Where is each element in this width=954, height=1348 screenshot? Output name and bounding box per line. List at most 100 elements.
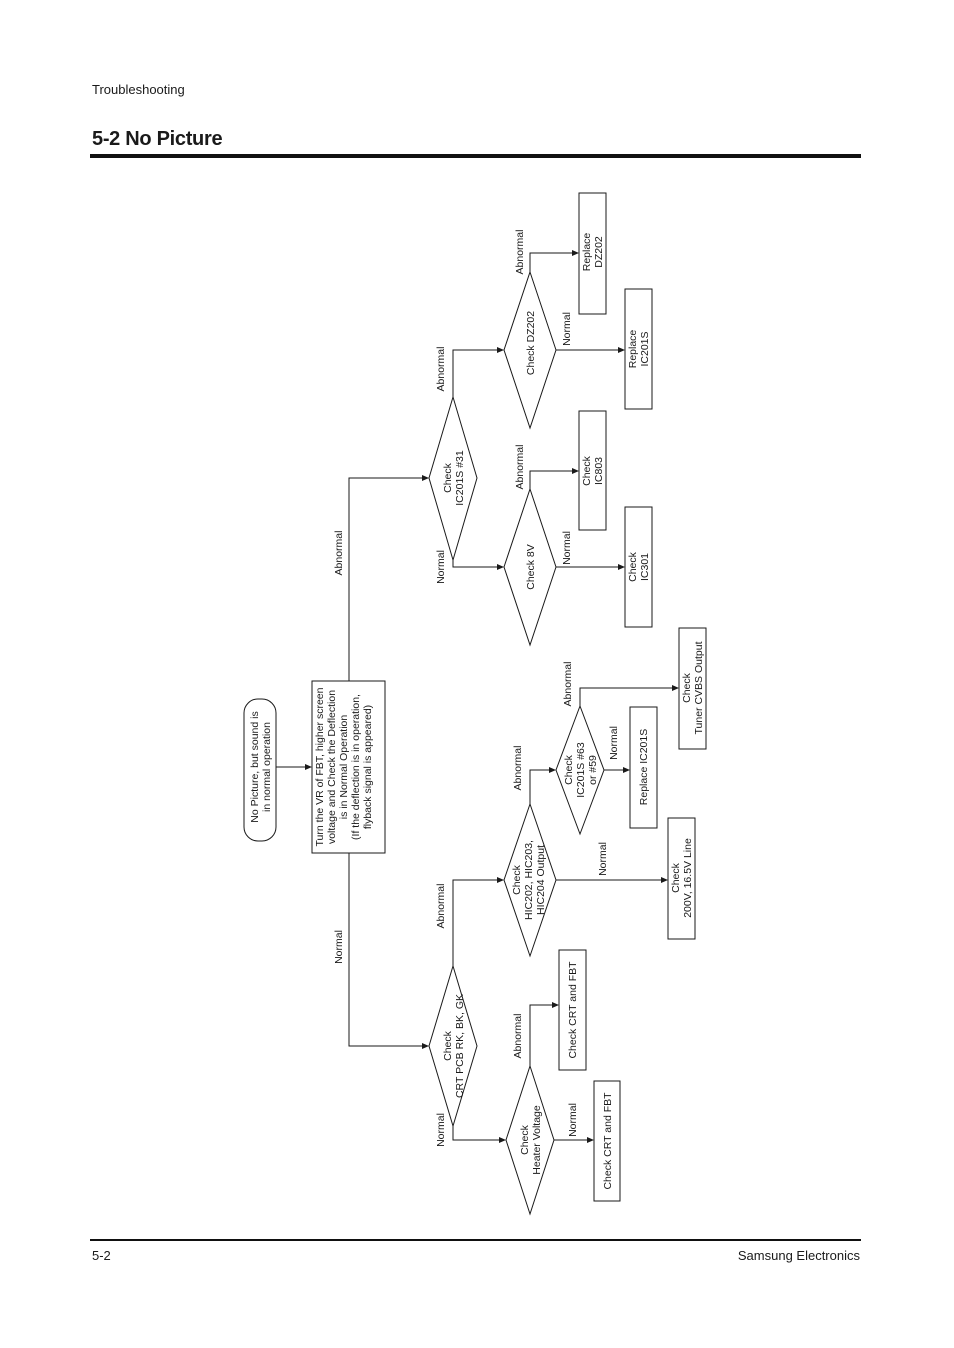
edge-label-normal: Normal: [567, 1103, 579, 1137]
crt-fbt-1-text-line: Check CRT and FBT: [567, 961, 579, 1059]
arrowhead: [497, 564, 504, 570]
decision-dz202: [503, 270, 557, 430]
ic803-text-line: IC803: [593, 457, 605, 485]
8v-text-line: Check 8V: [525, 544, 537, 590]
step1-box: [311, 680, 386, 854]
connector: [348, 853, 423, 1047]
start-text-line: No Picture, but sound is: [249, 711, 261, 822]
box-check-ic803: [578, 410, 607, 531]
tuner-text-line: Tuner CVBS Output: [693, 641, 705, 734]
connector: [452, 1126, 500, 1141]
ic201s-31-text: Check IC201S #31: [442, 450, 466, 506]
arrowhead: [661, 877, 668, 883]
edge-label-normal: Normal: [561, 312, 573, 346]
edge-label-abnormal: Abnormal: [435, 884, 447, 929]
arrowhead: [552, 1002, 559, 1008]
replace-dz202-text: Replace DZ202: [581, 233, 605, 272]
ic301-text-line: IC301: [639, 553, 651, 581]
title-divider: [90, 154, 861, 158]
decision-hic-output: [503, 802, 557, 958]
box-check-200v-line: [667, 817, 696, 940]
box-replace-ic201s-a: [629, 706, 658, 829]
replace-ic201s-b-text-line: IC201S: [639, 331, 651, 366]
step1-text-line: (If the deflection is in operation,: [350, 694, 362, 840]
replace-dz202-text-line: Replace: [581, 233, 593, 272]
edge-label-abnormal: Abnormal: [514, 445, 526, 490]
connector: [348, 477, 423, 681]
dz202-text: Check DZ202: [525, 311, 537, 375]
connector: [452, 879, 498, 966]
box-check-tuner-cvbs: [678, 627, 707, 750]
ic201s-63-text: Check IC201S #63 or #59: [563, 742, 599, 798]
arrowhead: [497, 347, 504, 353]
edge-label-abnormal: Abnormal: [514, 230, 526, 275]
edge-label-normal: Normal: [608, 726, 620, 760]
arrowhead: [618, 347, 625, 353]
box-check-crt-fbt-2: [593, 1080, 621, 1202]
crt-pcb-text-line: CRT PCB RK, BK, GK: [454, 994, 466, 1098]
crt-pcb-text: Check CRT PCB RK, BK, GK: [442, 994, 466, 1098]
ic201s-31-text-line: IC201S #31: [454, 450, 466, 506]
edge-label-abnormal: Abnormal: [333, 531, 345, 576]
edge-label-normal: Normal: [435, 1113, 447, 1147]
200v-text-line: 200V, 16.5V Line: [682, 838, 694, 918]
crt-fbt-2-text-line: Check CRT and FBT: [602, 1092, 614, 1190]
step1-text-line: voltage and Check the Deflection: [326, 690, 338, 844]
8v-text: Check 8V: [525, 544, 537, 590]
edge-label-abnormal: Abnormal: [512, 1014, 524, 1059]
connector: [452, 560, 498, 568]
replace-ic201s-b-text-line: Replace: [627, 330, 639, 369]
box-check-crt-fbt-1: [558, 949, 587, 1071]
connector: [529, 252, 573, 272]
hic-text: Check HIC202, HIC203, HIC204 Output: [511, 840, 547, 920]
ic803-text: Check IC803: [581, 455, 605, 486]
page-number: 5-2: [92, 1248, 111, 1263]
start-text: No Picture, but sound is in normal opera…: [249, 711, 273, 822]
connector: [529, 1004, 553, 1066]
section-header: Troubleshooting: [92, 82, 185, 97]
ic301-text: Check IC301: [627, 551, 651, 582]
replace-ic201s-a-text-line: Replace IC201S: [638, 729, 650, 805]
page-title: 5-2 No Picture: [92, 128, 223, 150]
edge-label-normal: Normal: [435, 550, 447, 584]
arrowhead: [587, 1137, 594, 1143]
crt-pcb-text-line: Check: [442, 1030, 454, 1061]
edge-label-normal: Normal: [597, 842, 609, 876]
edge-label-normal: Normal: [561, 531, 573, 565]
footer-divider: [90, 1239, 861, 1241]
hic-text-line: HIC204 Output: [535, 845, 547, 915]
edge-label-abnormal: Abnormal: [562, 662, 574, 707]
connector: [529, 769, 550, 804]
200v-text-line: Check: [670, 862, 682, 893]
ic201s-63-text-line: or #59: [587, 755, 599, 785]
arrowhead: [618, 564, 625, 570]
arrowhead: [422, 1043, 429, 1049]
ic201s-63-text-line: Check: [563, 754, 575, 785]
heater-text: Check Heater Voltage: [519, 1105, 543, 1175]
tuner-text-line: Check: [681, 672, 693, 703]
arrowhead: [497, 877, 504, 883]
edge-label-normal: Normal: [333, 930, 345, 964]
box-check-ic301: [624, 506, 653, 628]
company-name: Samsung Electronics: [737, 1248, 860, 1263]
200v-text: Check 200V, 16.5V Line: [670, 838, 694, 918]
arrowhead: [499, 1137, 506, 1143]
arrowhead: [572, 250, 579, 256]
connector: [579, 687, 673, 706]
start-node: [243, 698, 277, 842]
step1-text-line: Turn the VR of FBT, higher screen: [314, 687, 326, 846]
dz202-text-line: Check DZ202: [525, 311, 537, 375]
crt-fbt-2-text: Check CRT and FBT: [602, 1092, 614, 1190]
edge-label-abnormal: Abnormal: [512, 746, 524, 791]
arrowhead: [623, 767, 630, 773]
arrowhead: [422, 475, 429, 481]
connector: [529, 470, 573, 489]
arrowhead: [305, 764, 312, 770]
step1-text-line: flyback signal is appeared): [362, 705, 374, 829]
crt-fbt-1-text: Check CRT and FBT: [567, 961, 579, 1059]
replace-ic201s-a-text: Replace IC201S: [638, 729, 650, 805]
replace-ic201s-b-text: Replace IC201S: [627, 330, 651, 369]
heater-text-line: Check: [519, 1124, 531, 1155]
ic301-text-line: Check: [627, 551, 639, 582]
decision-ic201s-63: [555, 704, 605, 836]
